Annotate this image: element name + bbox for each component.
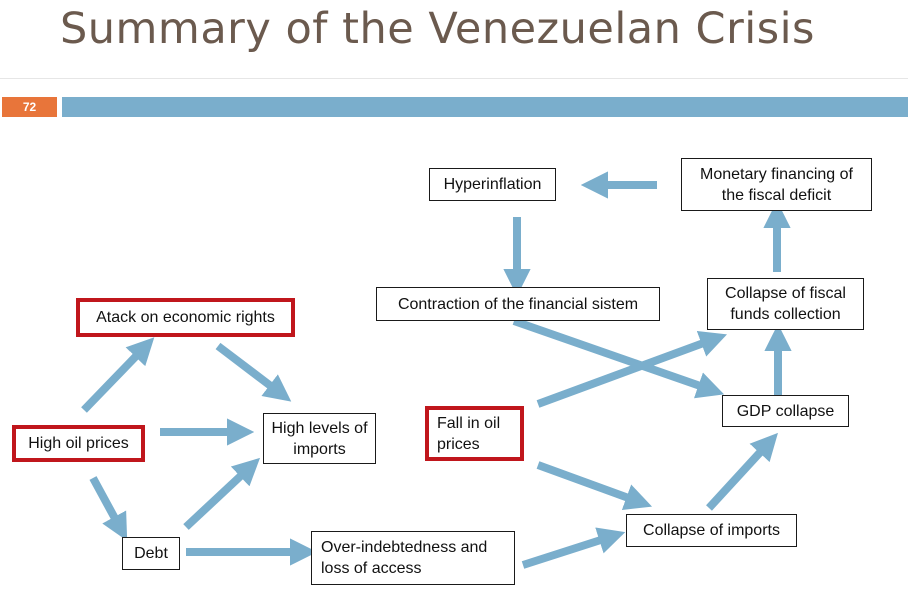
arrow-overindebtedness-to-collapse-imports: [521, 527, 626, 569]
node-over-indebtedness-label: Over-indebtedness and loss of access: [321, 539, 488, 577]
node-atack-economic-rights-label: Atack on economic rights: [96, 309, 275, 326]
arrow-contraction-to-gdp: [512, 317, 725, 399]
node-monetary-financing: Monetary financing of the fiscal deficit: [681, 158, 872, 211]
node-contraction-financial-label: Contraction of the financial sistem: [397, 295, 639, 313]
node-fall-oil-prices: Fall in oil prices: [425, 406, 524, 461]
node-debt: Debt: [122, 537, 180, 570]
node-collapse-fiscal-label: Collapse of fiscal funds collection: [725, 285, 846, 323]
arrow-atack-to-imports: [215, 342, 292, 402]
arrow-fall-oil-to-collapse-fiscal: [536, 331, 728, 408]
node-over-indebtedness: Over-indebtedness and loss of access: [311, 531, 515, 585]
arrow-collapse-imports-to-gdp: [706, 432, 778, 511]
node-atack-economic-rights: Atack on economic rights: [76, 298, 295, 337]
node-hyperinflation: Hyperinflation: [429, 168, 556, 201]
node-fall-oil-prices-label: Fall in oil prices: [437, 414, 501, 453]
node-monetary-financing-label: Monetary financing of the fiscal deficit: [700, 165, 853, 204]
node-high-oil-prices-label: High oil prices: [28, 435, 129, 452]
header-divider: [0, 78, 908, 79]
node-high-levels-imports: High levels of imports: [263, 413, 376, 464]
node-high-oil-prices: High oil prices: [12, 425, 145, 462]
node-gdp-collapse: GDP collapse: [722, 395, 849, 427]
arrow-fall-oil-to-collapse-imports: [536, 461, 653, 511]
node-collapse-fiscal: Collapse of fiscal funds collection: [707, 278, 864, 330]
node-contraction-financial: Contraction of the financial sistem: [376, 287, 660, 321]
slide-number-badge: 72: [2, 97, 57, 117]
arrow-debt-to-imports: [183, 457, 261, 530]
node-high-levels-imports-label: High levels of imports: [271, 419, 368, 458]
node-collapse-imports-label: Collapse of imports: [643, 522, 780, 539]
slide-title: Summary of the Venezuelan Crisis: [60, 4, 815, 54]
node-gdp-collapse-label: GDP collapse: [736, 402, 835, 420]
node-debt-label: Debt: [134, 545, 168, 562]
arrow-high-oil-to-debt: [89, 476, 128, 541]
node-collapse-imports: Collapse of imports: [626, 514, 797, 547]
header-accent-bar: [62, 97, 908, 117]
node-hyperinflation-label: Hyperinflation: [443, 176, 542, 193]
arrow-high-oil-to-atack: [81, 337, 155, 413]
